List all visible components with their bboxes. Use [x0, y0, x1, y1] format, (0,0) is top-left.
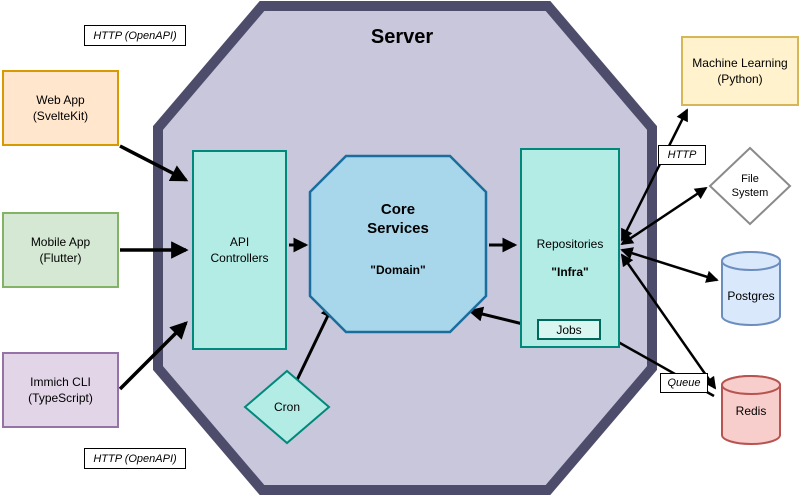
repositories-node: Repositories "Infra" Jobs [520, 148, 620, 348]
queue-label: Queue [660, 373, 708, 393]
mobile-app-node: Mobile App (Flutter) [2, 212, 119, 288]
redis-cylinder [721, 375, 781, 445]
repositories-subtitle: "Infra" [551, 265, 589, 279]
web-app-line1: Web App [36, 93, 85, 107]
http-openapi-label-top: HTTP (OpenAPI) [84, 25, 186, 46]
immich-cli-line2: (TypeScript) [28, 391, 93, 405]
file-system-diamond [708, 146, 792, 226]
arrow-cli-to-api [118, 321, 188, 391]
http-openapi-label-bottom: HTTP (OpenAPI) [84, 448, 186, 469]
arrow-cron-to-core [295, 302, 335, 381]
postgres-cylinder [721, 251, 781, 326]
core-services-line2: Services [367, 220, 429, 237]
api-controllers-line2: Controllers [210, 251, 269, 265]
cron-label: Cron [273, 400, 300, 414]
immich-cli-node: Immich CLI (TypeScript) [2, 352, 119, 428]
machine-learning-line1: Machine Learning [692, 56, 788, 70]
postgres-label: Postgres [727, 289, 775, 303]
link-repositories-filesystem [620, 186, 708, 246]
repositories-label: Repositories [536, 237, 604, 251]
file-system-line2: System [731, 187, 769, 199]
file-system-label: File System [710, 172, 790, 200]
web-app-line2: (SvelteKit) [32, 109, 89, 123]
http-label: HTTP [658, 145, 706, 165]
immich-cli-line1: Immich CLI [30, 375, 91, 389]
mobile-app-line1: Mobile App [30, 235, 91, 249]
file-system-line1: File [741, 173, 759, 185]
jobs-label: Jobs [556, 322, 582, 337]
cron-diamond [243, 369, 331, 445]
api-controllers-line1: API [229, 235, 250, 249]
link-repositories-redis [620, 253, 717, 390]
core-services-title: Core Services [310, 200, 486, 238]
core-services-line1: Core [380, 201, 416, 218]
machine-learning-node: Machine Learning (Python) [681, 36, 799, 106]
jobs-node: Jobs [537, 319, 601, 340]
machine-learning-line2: (Python) [717, 72, 763, 86]
core-services-octagon [308, 154, 488, 334]
api-controllers-node: API Controllers [192, 150, 287, 350]
redis-label: Redis [735, 404, 767, 418]
web-app-node: Web App (SvelteKit) [2, 70, 119, 146]
arrow-webapp-to-api [119, 144, 189, 182]
core-services-subtitle: "Domain" [370, 263, 426, 277]
mobile-app-line2: (Flutter) [39, 251, 82, 265]
server-title: Server [370, 26, 434, 48]
